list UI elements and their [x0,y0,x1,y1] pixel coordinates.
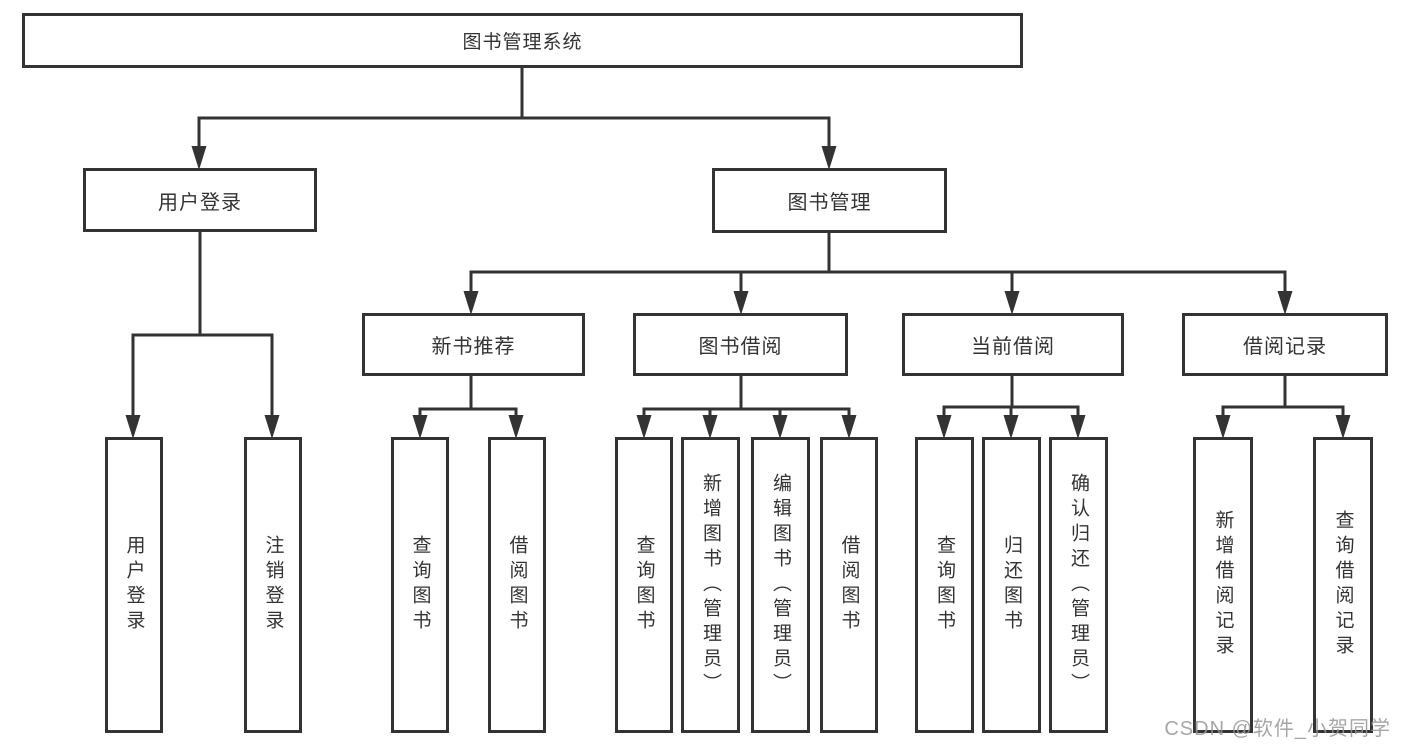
node-label: 查询借阅记录 [1332,510,1354,660]
connector-borrow-records-to-children [1215,376,1351,439]
node-user-login: 用户登录 [83,168,317,232]
node-label: 新增图书（管理员） [700,472,721,698]
node-label: 借阅图书 [506,535,528,635]
connector-book-borrow-to-children [636,376,857,439]
node-label: 注销登录 [262,535,284,635]
node-borrow-books-recommend: 借阅图书 [488,437,546,733]
connector-user-login-to-children [125,232,280,439]
node-label: 编辑图书（管理员） [770,472,791,698]
node-label: 借阅图书 [838,535,860,635]
node-label: 确认归还（管理员） [1068,472,1089,698]
node-book-borrow: 图书借阅 [633,313,848,376]
node-edit-book-admin: 编辑图书（管理员） [751,437,810,733]
node-current-borrow: 当前借阅 [902,313,1124,376]
node-label: 图书借阅 [698,336,783,358]
connector-book-management-to-level3 [463,233,1293,315]
node-add-book-admin: 新增图书（管理员） [681,437,740,733]
node-label: 查询图书 [934,535,955,635]
node-label: 归还图书 [1001,535,1022,635]
node-label: 当前借阅 [971,336,1055,358]
node-user-login-leaf: 用户登录 [105,437,163,733]
node-query-books-borrow: 查询图书 [615,437,673,733]
node-confirm-return-admin: 确认归还（管理员） [1049,437,1108,733]
node-return-book: 归还图书 [982,437,1041,733]
node-label: 用户登录 [158,191,242,214]
node-query-books-current: 查询图书 [915,437,974,733]
node-logout-leaf: 注销登录 [244,437,302,733]
node-label: 新书推荐 [431,336,516,358]
node-label: 查询图书 [409,535,431,635]
connector-new-book-recommend-to-children [412,375,524,439]
node-label: 新增借阅记录 [1212,510,1234,660]
node-add-borrow-record: 新增借阅记录 [1193,437,1253,733]
node-query-books-recommend: 查询图书 [391,437,449,733]
node-query-borrow-record: 查询借阅记录 [1313,437,1373,733]
node-label: 用户登录 [123,535,145,635]
node-borrow-books-leaf: 借阅图书 [820,437,878,733]
watermark: CSDN @软件_小贺同学 [1164,718,1391,740]
node-borrow-records: 借阅记录 [1182,313,1388,376]
connector-current-borrow-to-children [936,376,1086,439]
node-label: 查询图书 [633,535,655,635]
node-new-book-recommend: 新书推荐 [362,313,585,376]
node-root: 图书管理系统 [22,13,1023,68]
connector-root-to-level2 [191,68,837,170]
node-book-management: 图书管理 [712,168,947,233]
node-label: 借阅记录 [1243,336,1327,358]
node-label: 图书管理系统 [462,32,583,53]
node-label: 图书管理 [787,192,872,214]
